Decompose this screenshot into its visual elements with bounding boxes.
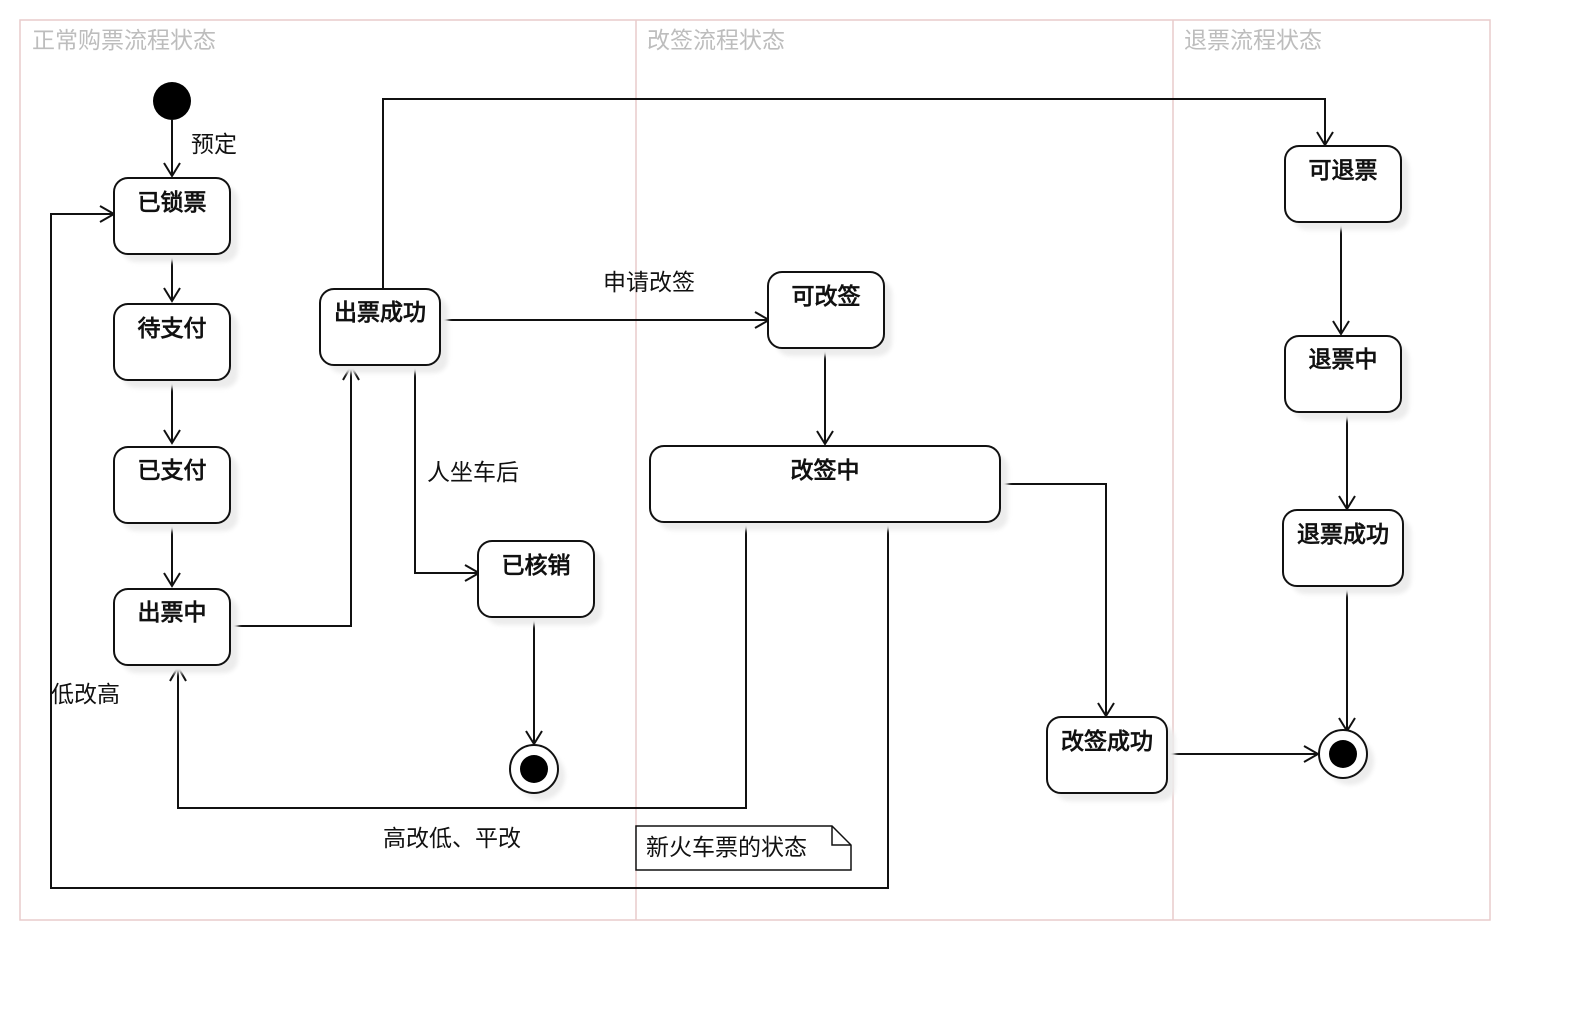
lane-title-normal: 正常购票流程状态	[32, 28, 216, 54]
states: 已锁票 待支付 已支付 出票中 出票成功 已核销	[113, 145, 1411, 801]
state-box	[1282, 509, 1404, 587]
state-change-success: 改签成功	[1046, 716, 1175, 801]
state-locked: 已锁票	[113, 177, 238, 262]
label-low-to-high: 低改高	[51, 682, 120, 708]
state-changing: 改签中	[649, 445, 1008, 530]
state-issued: 出票成功	[319, 288, 448, 373]
pseudo-states	[153, 82, 1374, 800]
state-label-issuing: 出票中	[138, 600, 207, 626]
arrowhead	[163, 287, 181, 303]
state-box	[649, 445, 1001, 523]
state-box	[1284, 145, 1402, 223]
edge-issued-verified	[414, 366, 479, 574]
state-box	[113, 303, 231, 381]
arrowhead	[816, 430, 834, 446]
state-pending-payment: 待支付	[113, 303, 238, 388]
transitions	[50, 98, 1356, 889]
transition-labels: 预定 申请改签 人坐车后 低改高 高改低、平改	[51, 132, 695, 852]
state-label-changeable: 可改签	[792, 283, 862, 310]
edge-changing-success	[1002, 483, 1107, 716]
state-box	[113, 588, 231, 666]
state-box	[477, 540, 595, 618]
edge-issued-refundable	[382, 98, 1326, 288]
final-node-verified-dot	[520, 755, 548, 783]
state-label-locked: 已锁票	[138, 189, 207, 216]
state-box	[1046, 716, 1168, 794]
state-box	[1284, 335, 1402, 413]
note: 新火车票的状态	[635, 825, 852, 871]
swimlanes: 正常购票流程状态 改签流程状态 退票流程状态	[19, 19, 1491, 921]
note-fold	[831, 826, 851, 846]
state-box	[113, 446, 231, 524]
state-box	[113, 177, 231, 255]
arrowhead	[1332, 320, 1350, 336]
label-reserve: 预定	[191, 132, 237, 158]
lane-title-refund: 退票流程状态	[1184, 28, 1322, 54]
state-paid: 已支付	[113, 446, 238, 531]
state-label-paid: 已支付	[138, 458, 207, 484]
note-shape	[635, 825, 852, 871]
state-box	[319, 288, 441, 366]
state-refunding: 退票中	[1284, 335, 1409, 420]
edge-issuing-issued	[231, 366, 352, 627]
arrowhead	[163, 572, 181, 588]
label-boarded: 人坐车后	[427, 460, 519, 486]
state-label-changing: 改签中	[791, 457, 860, 484]
lane-title-change: 改签流程状态	[647, 28, 785, 54]
state-label-refunding: 退票中	[1309, 347, 1378, 373]
swimlane-frame	[19, 19, 1491, 921]
arrowhead	[163, 429, 181, 445]
edge-changing-locked	[50, 213, 889, 889]
edge-changing-issuing	[177, 524, 747, 809]
label-apply-change: 申请改签	[603, 270, 695, 296]
arrowhead	[163, 162, 181, 178]
initial-node	[153, 82, 191, 120]
state-changeable: 可改签	[767, 271, 892, 356]
state-label-issued: 出票成功	[334, 300, 426, 326]
state-box	[767, 271, 885, 349]
label-high-to-low: 高改低、平改	[383, 826, 521, 852]
state-label-verified: 已核销	[502, 552, 571, 579]
state-refund-success: 退票成功	[1282, 509, 1411, 594]
state-issuing: 出票中	[113, 588, 238, 673]
state-label-change-success: 改签成功	[1061, 728, 1153, 755]
state-label-refundable: 可退票	[1309, 158, 1378, 184]
state-label-refund-success: 退票成功	[1297, 522, 1389, 548]
state-label-pending-payment: 待支付	[138, 315, 207, 342]
state-verified: 已核销	[477, 540, 602, 625]
state-refundable: 可退票	[1284, 145, 1409, 230]
final-node-end-dot	[1329, 740, 1357, 768]
note-text: 新火车票的状态	[646, 835, 807, 861]
